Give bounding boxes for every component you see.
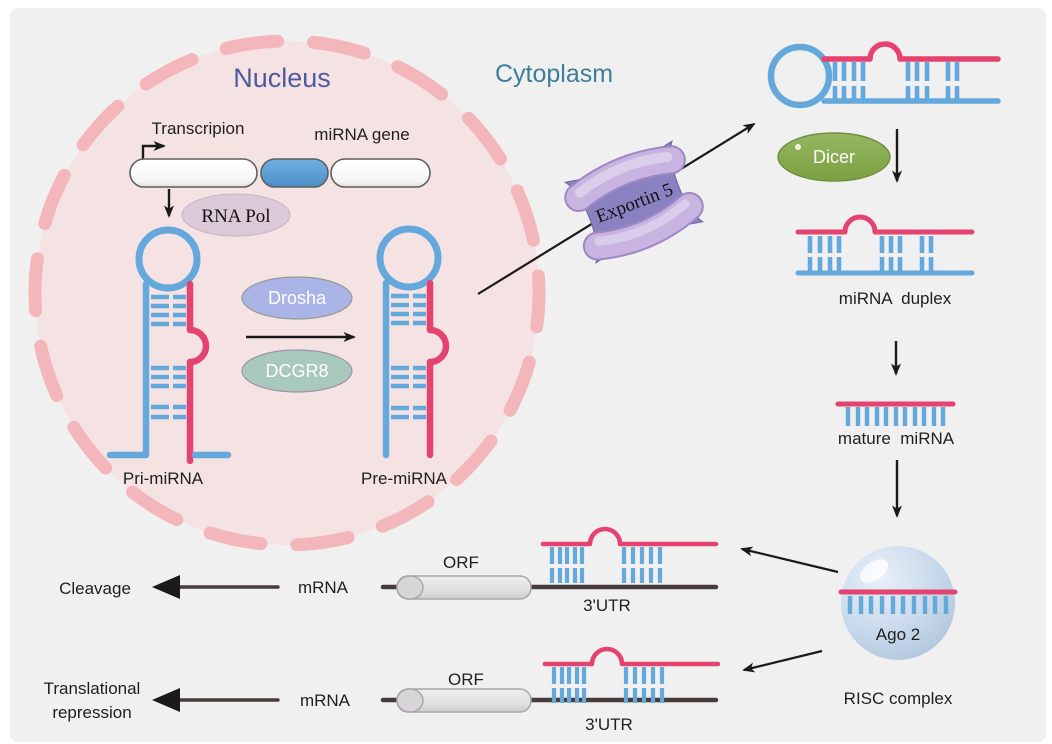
promoter-arrow (141, 141, 166, 160)
pri-loop (135, 226, 201, 292)
repression-arrow-head (152, 688, 180, 712)
nucleus-label: Nucleus (233, 63, 331, 93)
binding-ticks-2 (551, 667, 665, 703)
transcription-label: Transcripion (152, 119, 245, 138)
pre-loop (376, 225, 442, 291)
drosha-label: Drosha (268, 288, 327, 308)
pre-mirna-hairpin: Pre-miRNA (361, 225, 450, 488)
mirna-gene-group: Transcripion miRNA gene RNA Pol (129, 119, 431, 237)
dicer-ellipse (777, 132, 891, 182)
rna-pol-ellipse (181, 193, 291, 237)
cleavage-label: Cleavage (59, 579, 131, 598)
binding-ticks-1 (549, 547, 663, 583)
orf-cylinder-cap-2 (396, 688, 424, 713)
mrna-label-1: mRNA (298, 578, 349, 597)
exportin5-complex: Exportin 5 (563, 140, 705, 264)
cyto-hairpin-loop (767, 43, 833, 109)
ago2-label: Ago 2 (876, 625, 920, 644)
exportin5-top-band-highlight (575, 152, 673, 198)
dcgr8-ellipse (241, 349, 353, 393)
utr-label-2: 3'UTR (585, 715, 633, 734)
orf-cylinder-cap-1 (396, 575, 424, 600)
duplex-rungs (807, 236, 934, 271)
mature-ticks (845, 407, 946, 426)
mature-mirna-group: mature miRNA (835, 401, 956, 448)
repression-label-line2: repression (52, 703, 131, 722)
pre-basepair-rungs (391, 293, 426, 420)
orf-label-2: ORF (448, 670, 484, 689)
pri-right-strand (186, 280, 210, 465)
mrna-target-row-cleavage: Cleavage mRNA ORF 3'UTR (59, 526, 719, 615)
dcgr8-label: DCGR8 (265, 361, 328, 381)
mirna-duplex-group: miRNA duplex (795, 214, 975, 308)
pri-mirna-hairpin: Pri-miRNA (106, 226, 232, 488)
ago2-highlight (859, 559, 889, 583)
mirna-binding-strand-2 (542, 646, 721, 667)
pri-left-strand (106, 280, 150, 459)
exportin5-bottom-band-highlight (594, 199, 690, 246)
gene-segment-right (330, 158, 431, 188)
mirna-duplex-label: miRNA duplex (839, 289, 952, 308)
cleavage-arrow-head (152, 575, 180, 599)
cyto-hairpin-rungs (832, 62, 960, 101)
risc-to-cleavage-arrow (740, 546, 839, 574)
mrna-target-row-repression: Translational repression mRNA ORF 3'UTR (44, 646, 721, 734)
drosha-ellipse (241, 276, 353, 320)
pre-mirna-label: Pre-miRNA (361, 469, 448, 488)
drosha-dcgr8-group: Drosha DCGR8 (241, 276, 356, 393)
rna-pol-label: RNA Pol (201, 206, 270, 227)
nuclear-membrane-dashed (28, 34, 546, 552)
repression-label-line1: Translational (44, 679, 141, 698)
mature-mirna-label: mature miRNA (838, 429, 955, 448)
cyto-hairpin-top-strand (821, 41, 1001, 62)
cytoplasm-label: Cytoplasm (495, 60, 613, 88)
dicer-label: Dicer (813, 147, 855, 167)
utr-label-1: 3'UTR (583, 596, 631, 615)
dicer-highlight (795, 144, 801, 150)
orf-label-1: ORF (443, 553, 479, 572)
risc-complex-label: RISC complex (844, 689, 953, 708)
risc-to-repression-arrow (742, 649, 823, 673)
risc-complex-group: Ago 2 RISC complex (838, 546, 958, 708)
pre-right-strand (426, 279, 450, 459)
gene-segment-mirna (260, 158, 329, 188)
mirna-binding-strand-1 (540, 526, 719, 547)
duplex-top-strand (795, 214, 975, 235)
pri-mirna-label: Pri-miRNA (123, 469, 204, 488)
dicer-group: Dicer (777, 132, 891, 182)
mrna-label-2: mRNA (300, 691, 351, 710)
ago2-ticks (847, 596, 949, 614)
mirna-gene-label: miRNA gene (314, 125, 409, 144)
pri-basepair-rungs (151, 294, 186, 420)
cytoplasmic-premirna-hairpin (767, 41, 1001, 109)
gene-segment-left (129, 158, 258, 188)
